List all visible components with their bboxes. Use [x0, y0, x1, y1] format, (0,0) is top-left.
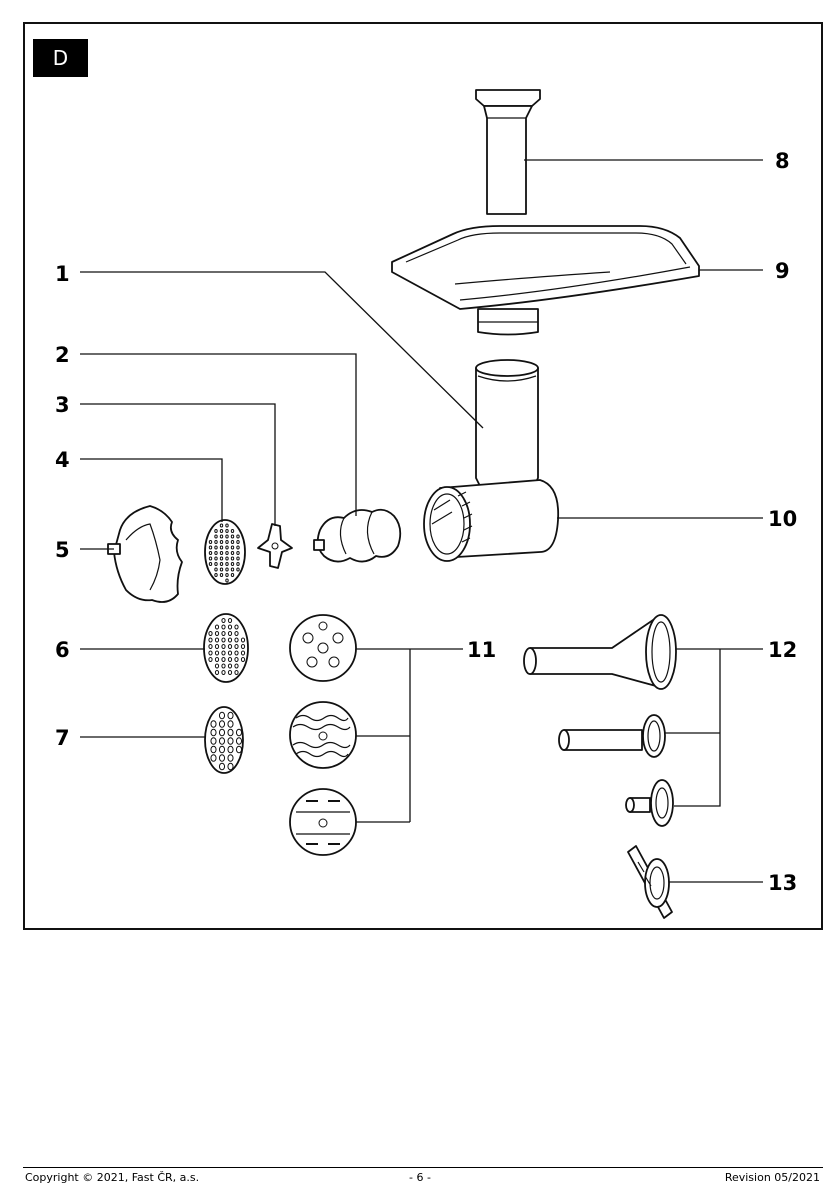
- footer-divider: [23, 1167, 823, 1168]
- disc-wavy-slots: [290, 702, 356, 768]
- callout-4: 4: [55, 448, 70, 472]
- kibbe-attachment: [628, 846, 672, 918]
- meat-grinder-parts-diagram: 1 2 3 4 5 6 7 8 9 10 11 12 13: [0, 0, 840, 940]
- feed-screw: [314, 510, 400, 562]
- callout-2: 2: [55, 343, 70, 367]
- food-pusher: [476, 90, 540, 214]
- footer-revision: Revision 05/2021: [725, 1171, 820, 1184]
- medium-plate: [204, 614, 248, 682]
- callout-5: 5: [55, 538, 70, 562]
- callout-1: 1: [55, 262, 70, 286]
- disc-straight-slots: [290, 789, 356, 855]
- footer-page-number: - 6 -: [0, 1171, 840, 1184]
- sausage-adapter: [626, 780, 673, 826]
- callout-7: 7: [55, 726, 70, 750]
- ring-nut: [108, 506, 182, 602]
- feeding-tray: [392, 226, 699, 335]
- callout-13: 13: [768, 871, 797, 895]
- callout-9: 9: [775, 259, 790, 283]
- cutting-blade: [258, 524, 292, 568]
- disc-round-holes: [290, 615, 356, 681]
- sausage-nozzle-large: [524, 615, 676, 689]
- fine-plate: [205, 520, 245, 584]
- callout-10: 10: [768, 507, 797, 531]
- callout-8: 8: [775, 149, 790, 173]
- sausage-nozzle-small: [559, 715, 665, 757]
- callout-11: 11: [467, 638, 496, 662]
- callout-6: 6: [55, 638, 70, 662]
- coarse-plate: [205, 707, 243, 773]
- callout-3: 3: [55, 393, 70, 417]
- callout-12: 12: [768, 638, 797, 662]
